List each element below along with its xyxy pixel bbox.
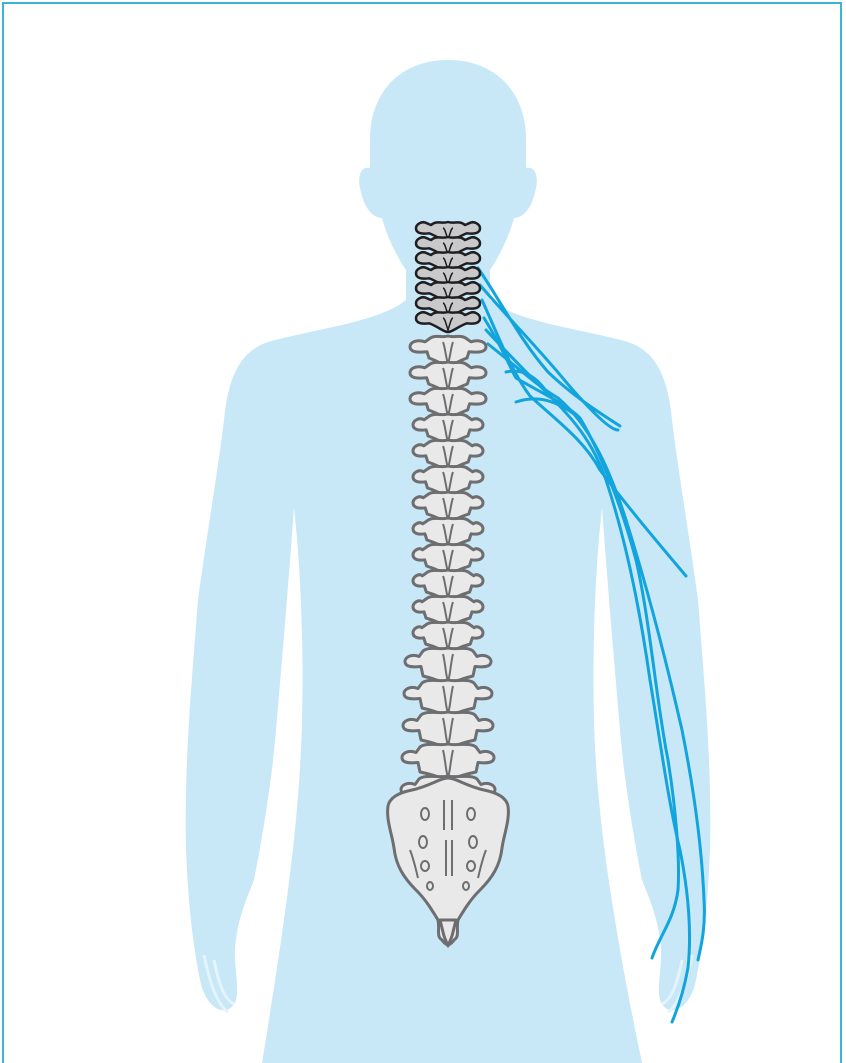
cervical-spine (416, 222, 480, 332)
